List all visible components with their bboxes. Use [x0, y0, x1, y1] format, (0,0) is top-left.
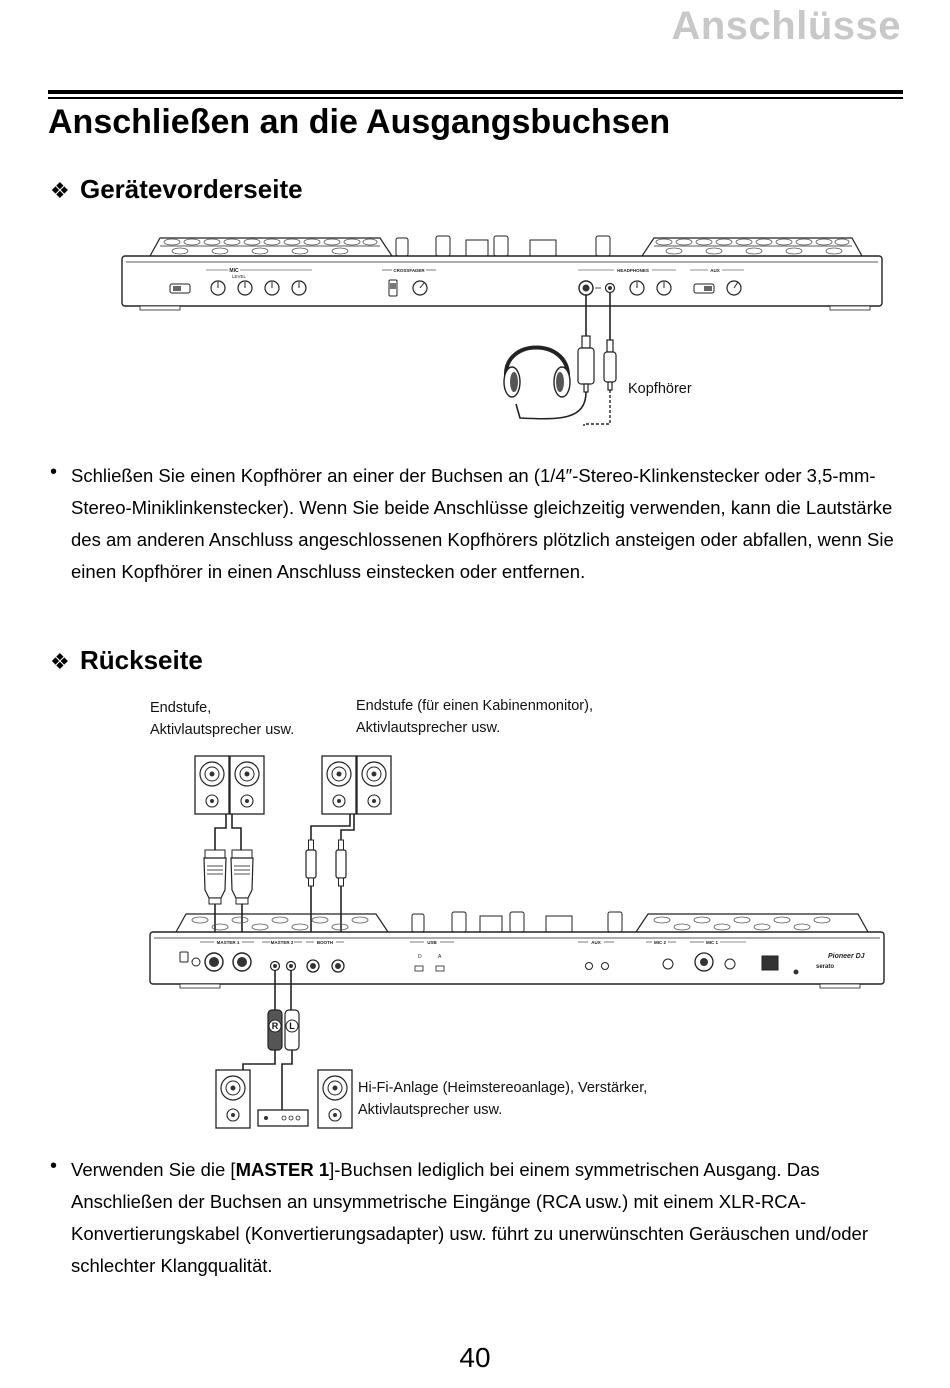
rear-panel-body [149, 931, 885, 985]
front-jog-left [149, 237, 393, 257]
main-amp-caption: Endstufe, Aktivlautsprecher usw. [150, 697, 294, 741]
booth-amp-caption: Endstufe (für einen Kabinenmonitor), Akt… [356, 695, 593, 739]
hifi-caption-line2: Aktivlautsprecher usw. [358, 1102, 503, 1118]
diamond-bullet-icon: ❖ [50, 178, 70, 203]
rear-paragraph: Verwenden Sie die [MASTER 1]-Buchsen led… [71, 1154, 906, 1282]
hifi-speaker-left [215, 1069, 251, 1129]
rear-heading-text: Rückseite [80, 645, 203, 675]
front-heading: ❖ Gerätevorderseite [50, 174, 303, 205]
rear-heading: ❖ Rückseite [50, 645, 203, 676]
headphones-icon [503, 345, 571, 398]
front-heading-text: Gerätevorderseite [80, 174, 303, 204]
booth-speaker-right [356, 755, 392, 815]
front-panel-body [121, 255, 883, 307]
front-crossfader-label: CROSSFADER [393, 268, 425, 273]
front-paragraph: Schließen Sie einen Kopfhörer an einer d… [71, 465, 894, 582]
front-headphones-label: HEADPHONES [617, 268, 649, 273]
quarter-inch-plug [577, 335, 595, 393]
main-speaker-left [194, 755, 230, 815]
rear-bullet: • [50, 1155, 58, 1177]
rear-paragraph-prefix: Verwenden Sie die [ [71, 1159, 236, 1180]
rca-plug-l: L [284, 1009, 300, 1051]
hifi-speaker-right [317, 1069, 353, 1129]
rear-master2-label: MASTER 2 [271, 940, 294, 945]
header-rule [48, 90, 903, 94]
software-logo: serato [816, 964, 834, 970]
header-rule-thin [48, 97, 903, 99]
booth-jack-plug-left [305, 839, 317, 887]
front-aux-label: AUX [710, 268, 720, 273]
front-level-label: LEVEL [232, 274, 247, 279]
front-mic-label: MIC [229, 268, 239, 274]
booth-amp-caption-line2: Aktivlautsprecher usw. [356, 720, 501, 736]
main-amp-caption-line2: Aktivlautsprecher usw. [150, 722, 295, 738]
booth-jack-plug-right [335, 839, 347, 887]
svg-text:D: D [418, 954, 422, 960]
main-amp-caption-line1: Endstufe, [150, 700, 212, 716]
hifi-caption: Hi-Fi-Anlage (Heimstereoanlage), Verstär… [358, 1077, 647, 1121]
rca-plug-r: R [267, 1009, 283, 1051]
main-speaker-right [229, 755, 265, 815]
front-mic-knobs [210, 280, 307, 296]
front-panel-diagram: MIC LEVEL CROSSFADER HEADPHONES AUX [121, 235, 883, 426]
rear-mic1-label: MIC 1 [706, 940, 718, 945]
section-title: Anschließen an die Ausgangsbuchsen [48, 103, 671, 141]
front-jog-right [641, 237, 863, 257]
booth-amp-caption-line1: Endstufe (für einen Kabinenmonitor), [356, 698, 593, 714]
xlr-plug-right [230, 849, 254, 905]
xlr-plug-left [203, 849, 227, 905]
hifi-caption-line1: Hi-Fi-Anlage (Heimstereoanlage), Verstär… [358, 1080, 648, 1096]
booth-speaker-left [321, 755, 357, 815]
brand-logo: Pioneer DJ [828, 953, 866, 960]
rear-mic2-label: MIC 2 [654, 940, 666, 945]
chapter-title: Anschlüsse [671, 4, 901, 48]
svg-text:A: A [438, 954, 442, 960]
headphones-caption: Kopfhörer [628, 381, 692, 397]
hifi-amplifier [257, 1109, 309, 1127]
rear-aux-label: AUX [591, 940, 601, 945]
rca-plug-r-label: R [272, 1021, 279, 1031]
rear-paragraph-bold: MASTER 1 [235, 1159, 330, 1180]
front-bullet: • [50, 461, 58, 483]
rear-connectors: D A Pioneer DJ serato [179, 951, 866, 975]
rear-paragraph-suffix: ]-Buchsen lediglich bei einem symmetrisc… [71, 1159, 868, 1276]
rca-plug-l-label: L [289, 1021, 295, 1031]
rear-master1-label: MASTER 1 [217, 940, 240, 945]
page-number: 40 [459, 1342, 491, 1373]
rear-booth-label: BOOTH [317, 940, 333, 945]
rear-usb-label: USB [427, 940, 437, 945]
diamond-bullet-icon: ❖ [50, 649, 70, 674]
